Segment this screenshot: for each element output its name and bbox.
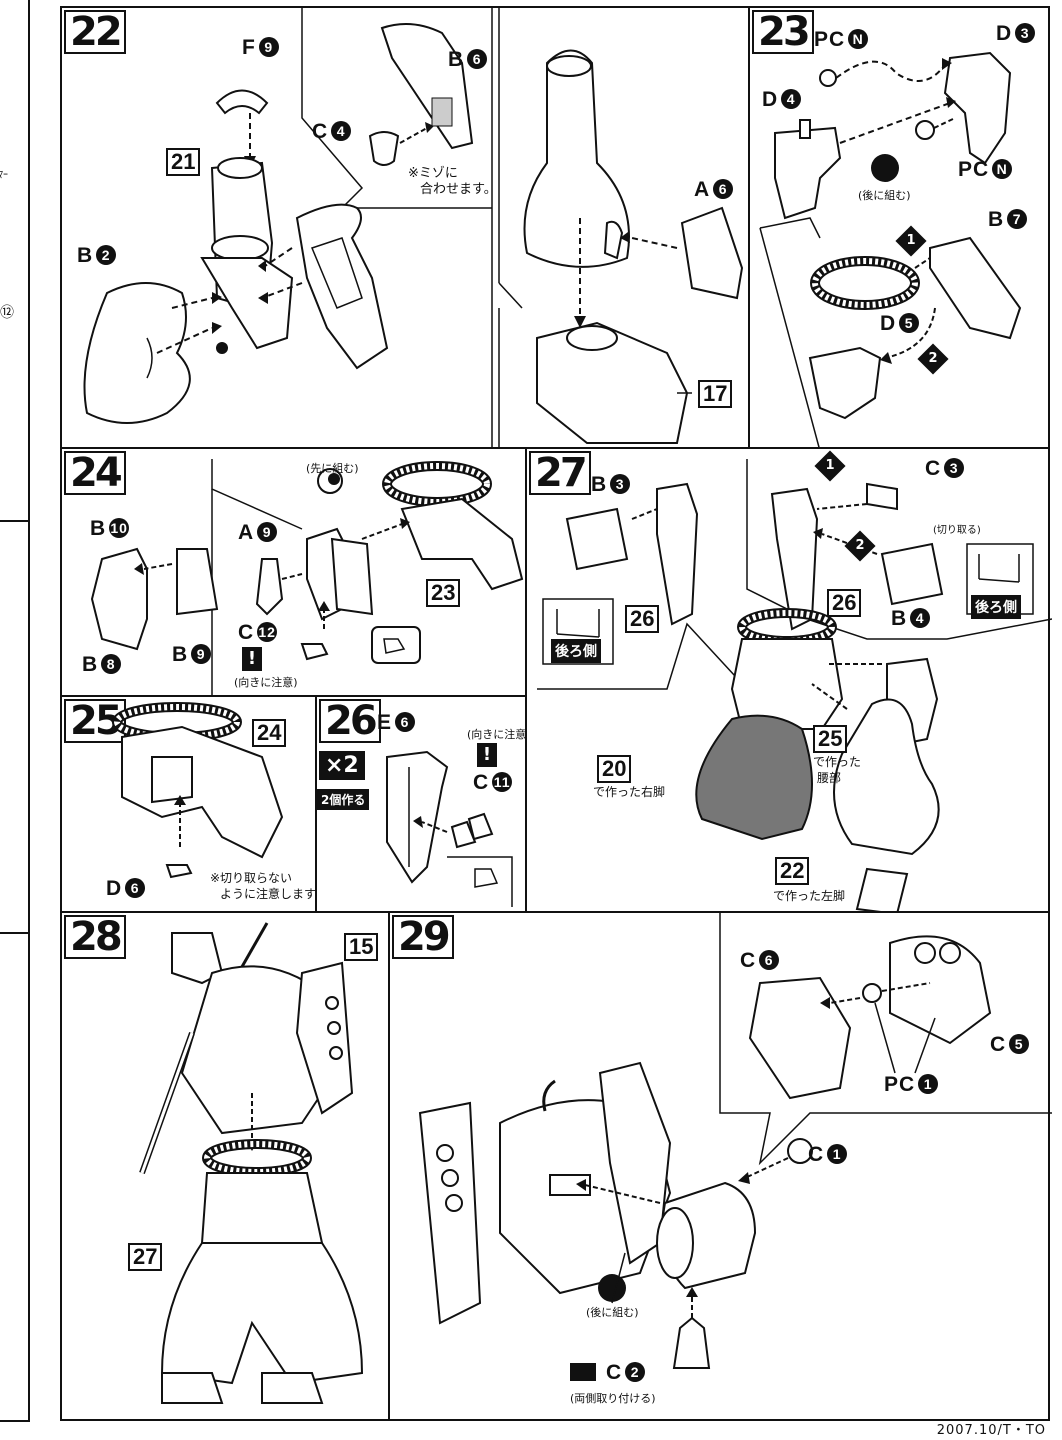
warning-icon: !	[477, 743, 497, 767]
later-note: (後に組む)	[858, 189, 911, 202]
footer-code: 2007.10/T・TO	[936, 1423, 1046, 1438]
sequence-2-icon: 2	[844, 530, 876, 562]
left-strip-mark: ⑫	[0, 305, 14, 321]
ref-part-22: 22	[775, 857, 810, 885]
ref-part-27: 27	[128, 1243, 163, 1271]
step-number: 28	[64, 915, 126, 959]
left-strip-bottom	[0, 932, 30, 1422]
step-number: 22	[64, 10, 126, 54]
sequence-1-icon: 1	[895, 225, 927, 257]
ref-part-21: 21	[166, 148, 201, 176]
step-number: 26	[319, 699, 381, 743]
waist-note-2: 腰部	[817, 771, 842, 785]
left-strip-top: ﾏｰ ⑫	[0, 0, 30, 522]
left-leg-note: で作った左脚	[773, 889, 846, 903]
ref-part-17: 17	[698, 380, 733, 408]
first-note: (先に組む)	[306, 462, 359, 475]
sequence-2-icon: 2	[917, 343, 949, 375]
step-22-illustration	[83, 8, 744, 451]
ref-part-23: 23	[426, 579, 461, 607]
step-number: 27	[529, 451, 591, 495]
step-26-illustration	[386, 750, 513, 907]
step-29-illustration	[418, 913, 1052, 1369]
ref-part-24: 24	[252, 719, 287, 747]
step-number: 29	[392, 915, 454, 959]
ref-part-25: 25	[813, 725, 848, 753]
make-two-label: 2個作る	[317, 789, 370, 810]
ref-part-26-left: 26	[625, 605, 660, 633]
step-27-illustration	[537, 459, 1052, 915]
step-number: 23	[752, 10, 814, 54]
step-25-illustration	[112, 702, 284, 879]
groove-note-2: 合わせます。	[420, 182, 497, 197]
ref-part-20: 20	[597, 755, 632, 783]
back-side-label-left: 後ろ側	[551, 639, 601, 663]
left-strip-mid	[0, 520, 30, 936]
times-two-badge: ×2	[319, 751, 365, 780]
left-strip-text: ﾏｰ	[0, 170, 8, 181]
back-side-label-right: 後ろ側	[971, 595, 1021, 619]
step-22-panel: 22	[60, 6, 750, 451]
groove-note-1: ※ミゾに	[408, 166, 458, 181]
step-number: 24	[64, 451, 126, 495]
direction-note: (向きに注意)	[234, 676, 298, 689]
no-cut-note-2: ように注意します。	[220, 887, 327, 901]
step-24-illustration	[90, 459, 524, 699]
both-sides-note: (両側取り付ける)	[570, 1392, 656, 1405]
step-28-panel: 28 15 27	[60, 911, 390, 1421]
step-23-illustration	[759, 51, 1022, 451]
cut-off-note: (切り取る)	[933, 525, 981, 536]
right-leg-note: で作った右脚	[593, 785, 666, 799]
no-cut-note-1: ※切り取らない	[210, 871, 293, 885]
ref-part-26-right: 26	[827, 589, 862, 617]
later-note: (後に組む)	[586, 1306, 639, 1319]
warning-icon: !	[242, 647, 262, 671]
ref-part-15: 15	[344, 933, 379, 961]
direction-note: (向きに注意)	[467, 728, 531, 741]
waist-note-1: で作った	[813, 755, 862, 769]
sequence-1-icon: 1	[814, 450, 846, 482]
both-sides-icon	[570, 1363, 596, 1381]
step-28-illustration	[139, 922, 364, 1404]
